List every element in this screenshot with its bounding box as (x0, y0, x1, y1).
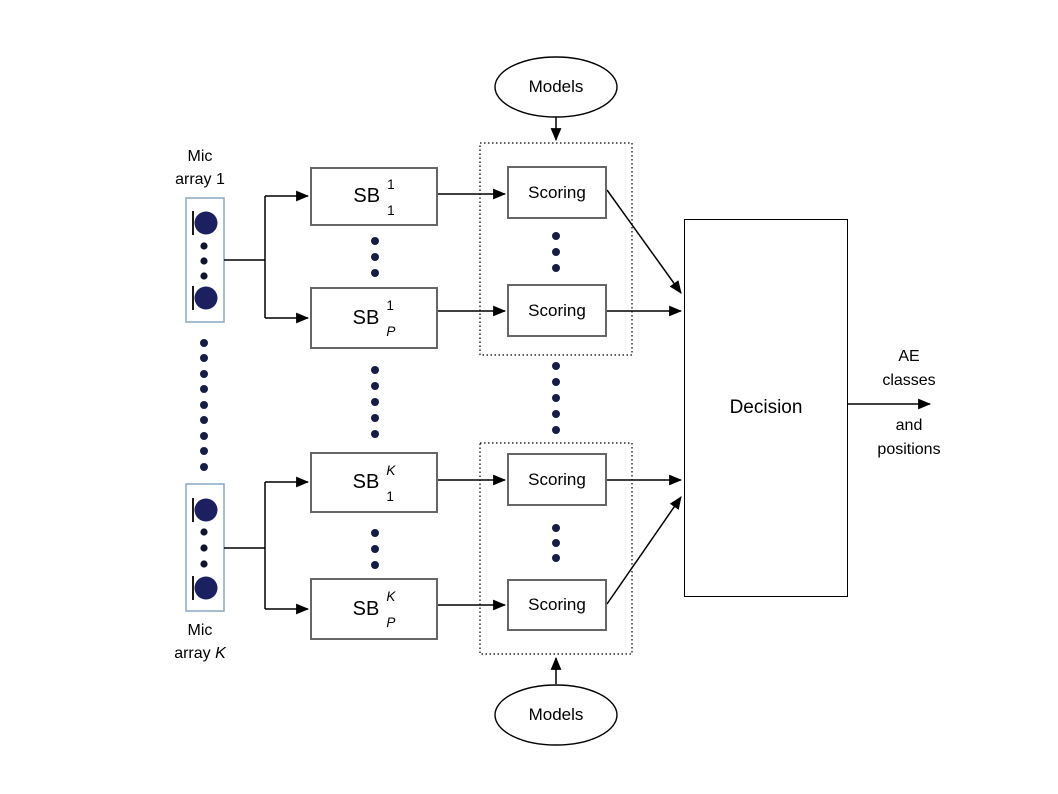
sb-subscript: 1 (386, 488, 394, 504)
scoring-label: Scoring (528, 182, 586, 202)
output-line-and: and (895, 417, 923, 434)
output-line-ae: AE (898, 348, 920, 365)
ellipsis-dots-scoring-column (552, 232, 560, 562)
models-ellipse-bottom (494, 684, 618, 746)
mic-array-k-label: Mic array K (147, 619, 253, 665)
decision-box: Decision (684, 219, 848, 597)
mic-array-1-graphic (185, 197, 225, 323)
sb-base: SB (353, 185, 381, 207)
sb-superscript: K (386, 589, 396, 604)
sb-box-k-p: SB K P (310, 578, 438, 640)
scoring-box-4: Scoring (507, 579, 607, 631)
mic-array-1-label: Mic array 1 (147, 145, 253, 191)
connectors (224, 117, 932, 684)
sb-indices: 1 1 (387, 176, 395, 218)
mic-dot (200, 544, 208, 552)
mic-array-k-graphic (185, 483, 225, 612)
mic-capsule (194, 576, 218, 600)
mic-dot (200, 242, 208, 250)
sb-box-k-1: SB K 1 (310, 452, 438, 513)
sb-subscript: P (386, 324, 396, 339)
sb-subscript: P (386, 615, 396, 630)
decision-label: Decision (729, 397, 803, 418)
output-line-classes: classes (882, 372, 936, 389)
sb-superscript: 1 (387, 176, 395, 192)
mic-capsule (194, 286, 218, 310)
sb-indices: K P (386, 588, 395, 630)
sb-subscript: 1 (387, 202, 395, 218)
mic-array-1-label-line1: Mic (187, 148, 213, 165)
connector-scoring1-to-decision (606, 189, 682, 294)
sb-base: SB (352, 471, 380, 493)
output-label-top: AE classes (845, 345, 973, 393)
models-label-bottom: Models (528, 705, 584, 724)
mic-dot (200, 257, 208, 265)
output-label-bottom: and positions (845, 414, 973, 462)
mic-array-1-label-line2: array 1 (175, 171, 225, 188)
sb-indices: K 1 (386, 462, 395, 504)
output-line-positions: positions (877, 441, 941, 458)
scoring-group-top-dotted-frame (479, 142, 633, 356)
mic-capsule (194, 498, 218, 522)
sb-superscript: 1 (386, 298, 394, 313)
mic-dot (200, 528, 208, 536)
scoring-label: Scoring (528, 469, 586, 489)
scoring-box-1: Scoring (507, 166, 607, 219)
mic-array-k-label-line1: Mic (187, 622, 213, 639)
mic-dot (200, 272, 208, 280)
connector-scoring4-to-decision (606, 496, 682, 605)
sb-base: SB (352, 306, 380, 329)
sb-box-1-1: SB 1 1 (310, 167, 438, 226)
models-label-top: Models (528, 77, 584, 96)
sb-base: SB (352, 597, 380, 620)
mic-array-k-label-line2: array K (174, 645, 226, 662)
sb-box-1-p: SB 1 P (310, 287, 438, 349)
mic-dot (200, 560, 208, 568)
scoring-group-bottom-dotted-frame (479, 442, 633, 655)
scoring-label: Scoring (528, 300, 586, 320)
sb-superscript: K (386, 462, 396, 478)
ellipsis-dots-sb-column (371, 237, 379, 569)
ellipsis-dots-mic-column (200, 339, 208, 471)
scoring-box-2: Scoring (507, 284, 607, 337)
scoring-label: Scoring (528, 595, 586, 614)
scoring-box-3: Scoring (507, 453, 607, 506)
mic-capsule (194, 211, 218, 235)
sb-indices: 1 P (386, 297, 395, 339)
